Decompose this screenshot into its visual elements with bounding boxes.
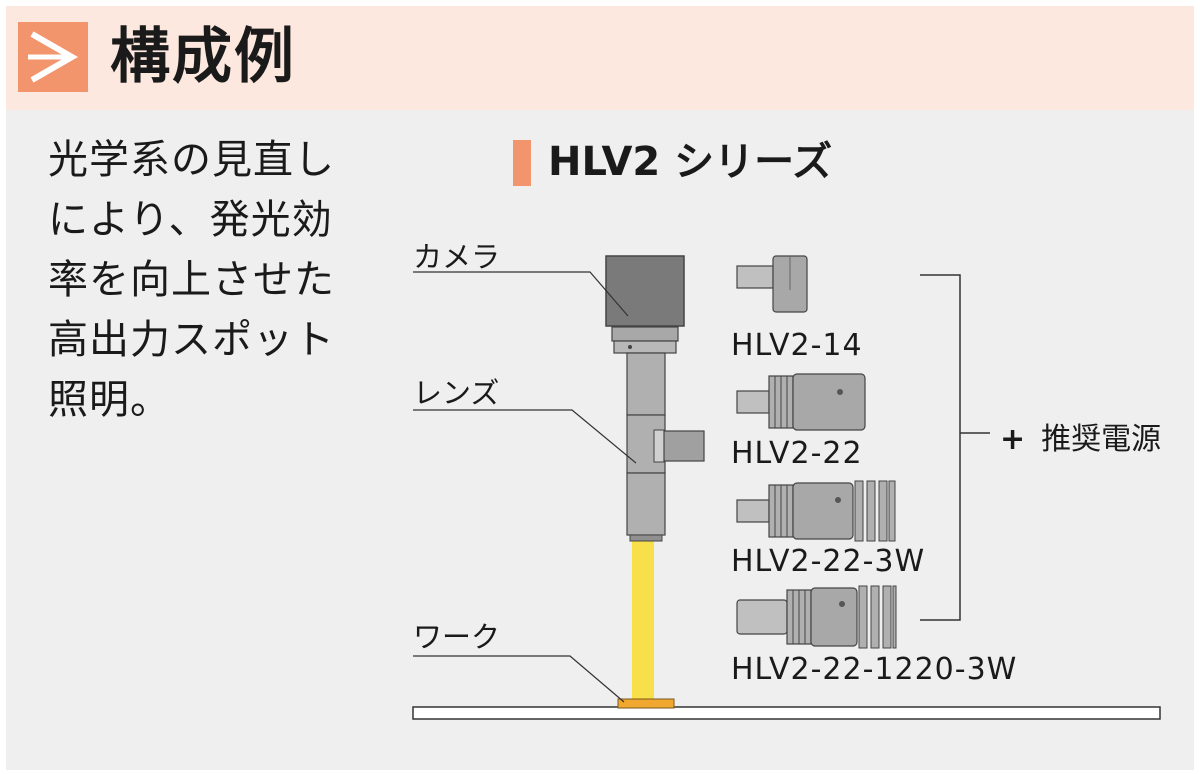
light-beam	[632, 540, 654, 702]
model-label: HLV2-14	[731, 328, 863, 363]
page-title: 構成例	[110, 22, 296, 92]
chevron-right-icon	[18, 22, 88, 92]
camera-leader	[413, 271, 629, 317]
stage-plate	[412, 706, 1161, 720]
hlv2-22-device	[736, 373, 866, 431]
models-bracket	[920, 274, 961, 621]
lens-tip	[629, 534, 663, 542]
description-line: 率を向上させた	[48, 257, 335, 303]
model-label: HLV2-22	[731, 436, 863, 471]
content-frame: 構成例	[6, 6, 1194, 770]
work-label: ワーク	[413, 620, 501, 654]
header-bar: 構成例	[6, 6, 1194, 110]
hlv2-22-1220-3w-device	[736, 585, 897, 649]
plus-icon: +	[1000, 422, 1026, 457]
hlv2-22-3w-device	[736, 480, 896, 542]
lens-tube-upper	[626, 352, 666, 416]
model-label: HLV2-22-1220-3W	[731, 652, 1018, 687]
description-line: 光学系の見直し	[48, 137, 335, 183]
hlv2-14-device	[736, 255, 808, 313]
power-supply-label: 推奨電源	[1041, 422, 1162, 457]
lens-port	[653, 429, 665, 463]
lens-tube-lower	[626, 472, 666, 536]
work-leader	[413, 655, 625, 703]
description-text: 光学系の見直し により、発光効 率を向上させた 高出力スポット 照明。	[48, 130, 368, 430]
camera-adapter	[613, 340, 677, 354]
series-title: HLV2 シリーズ	[548, 139, 833, 185]
description-line: 照明。	[48, 377, 171, 423]
lens-side-light	[663, 430, 705, 462]
series-accent-bar	[513, 140, 531, 186]
camera-mount	[611, 326, 679, 342]
description-line: により、発光効	[48, 197, 333, 243]
lens-leader	[413, 409, 637, 464]
workpiece	[617, 698, 675, 709]
description-line: 高出力スポット	[48, 317, 335, 363]
lens-label: レンズ	[413, 376, 500, 410]
camera-label: カメラ	[413, 240, 501, 274]
power-supply-note: + 推奨電源	[1000, 414, 1161, 458]
model-label: HLV2-22-3W	[731, 544, 926, 579]
camera-body	[605, 255, 685, 327]
